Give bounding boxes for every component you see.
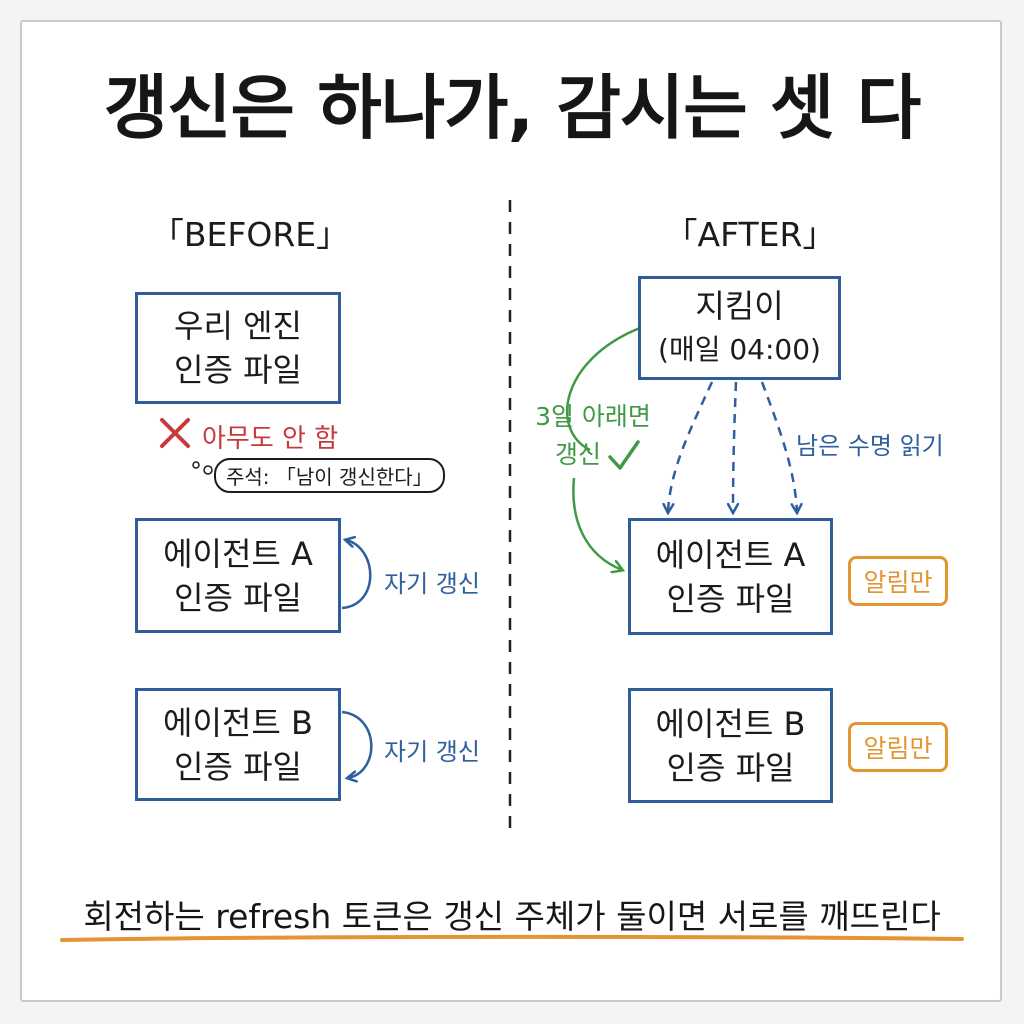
agent-b-line1: 에이전트 B (163, 703, 313, 742)
check-icon (608, 440, 640, 470)
agent-b-auth-box-before: 에이전트 B 인증 파일 (135, 688, 341, 801)
self-renew-arrow-b (341, 710, 373, 778)
engine-auth-box: 우리 엔진 인증 파일 (135, 292, 341, 404)
read-lifetime-label: 남은 수명 읽기 (796, 432, 944, 460)
agent-a-after-line1: 에이전트 A (655, 535, 806, 574)
agent-a-after-line2: 인증 파일 (666, 579, 795, 618)
read-arrow-2 (733, 381, 736, 512)
engine-auth-line2: 인증 파일 (174, 351, 302, 389)
x-mark-icon (160, 418, 190, 448)
alert-only-badge-a: 알림만 (848, 556, 948, 606)
self-renew-label-a: 자기 갱신 (384, 570, 480, 598)
before-label: 「BEFORE」 (150, 215, 350, 254)
agent-a-auth-box-before: 에이전트 A 인증 파일 (135, 518, 341, 633)
keeper-line1: 지킴이 (695, 287, 784, 325)
alert-only-badge-b: 알림만 (848, 722, 948, 772)
agent-b-line2: 인증 파일 (174, 747, 302, 786)
keeper-line2: (매일 04:00) (658, 333, 821, 366)
read-arrow-3 (760, 381, 797, 512)
agent-b-after-line2: 인증 파일 (666, 748, 795, 787)
renew-label: 3일 아래면 갱신 (528, 398, 658, 474)
agent-a-auth-box-after: 에이전트 A 인증 파일 (628, 518, 833, 635)
agent-b-auth-box-after: 에이전트 B 인증 파일 (628, 688, 833, 803)
renew-label-line2: 갱신 (554, 440, 601, 469)
page-title: 갱신은 하나가, 감시는 셋 다 (103, 67, 921, 149)
annotation-note: 주석: 「남이 갱신한다」 (214, 458, 445, 493)
footer-caption: 회전하는 refresh 토큰은 갱신 주체가 둘이면 서로를 깨뜨린다 (83, 897, 941, 936)
thought-dot-icon (203, 465, 213, 475)
footer-underline (60, 934, 964, 942)
nobody-label: 아무도 안 함 (202, 424, 339, 454)
self-renew-label-b: 자기 갱신 (384, 738, 480, 766)
renew-arrow-lower (572, 477, 622, 570)
keeper-box: 지킴이 (매일 04:00) (638, 276, 841, 380)
thought-dot-icon (192, 461, 200, 469)
agent-a-line2: 인증 파일 (174, 578, 302, 617)
agent-b-after-line1: 에이전트 B (655, 704, 806, 743)
renew-label-line1: 3일 아래면 (535, 402, 651, 431)
renew-arrow (566, 326, 641, 452)
self-renew-arrow-a (341, 540, 372, 610)
read-arrow-1 (668, 381, 714, 512)
engine-auth-line1: 우리 엔진 (174, 307, 302, 345)
agent-a-line1: 에이전트 A (163, 534, 313, 573)
after-label: 「AFTER」 (664, 215, 836, 254)
